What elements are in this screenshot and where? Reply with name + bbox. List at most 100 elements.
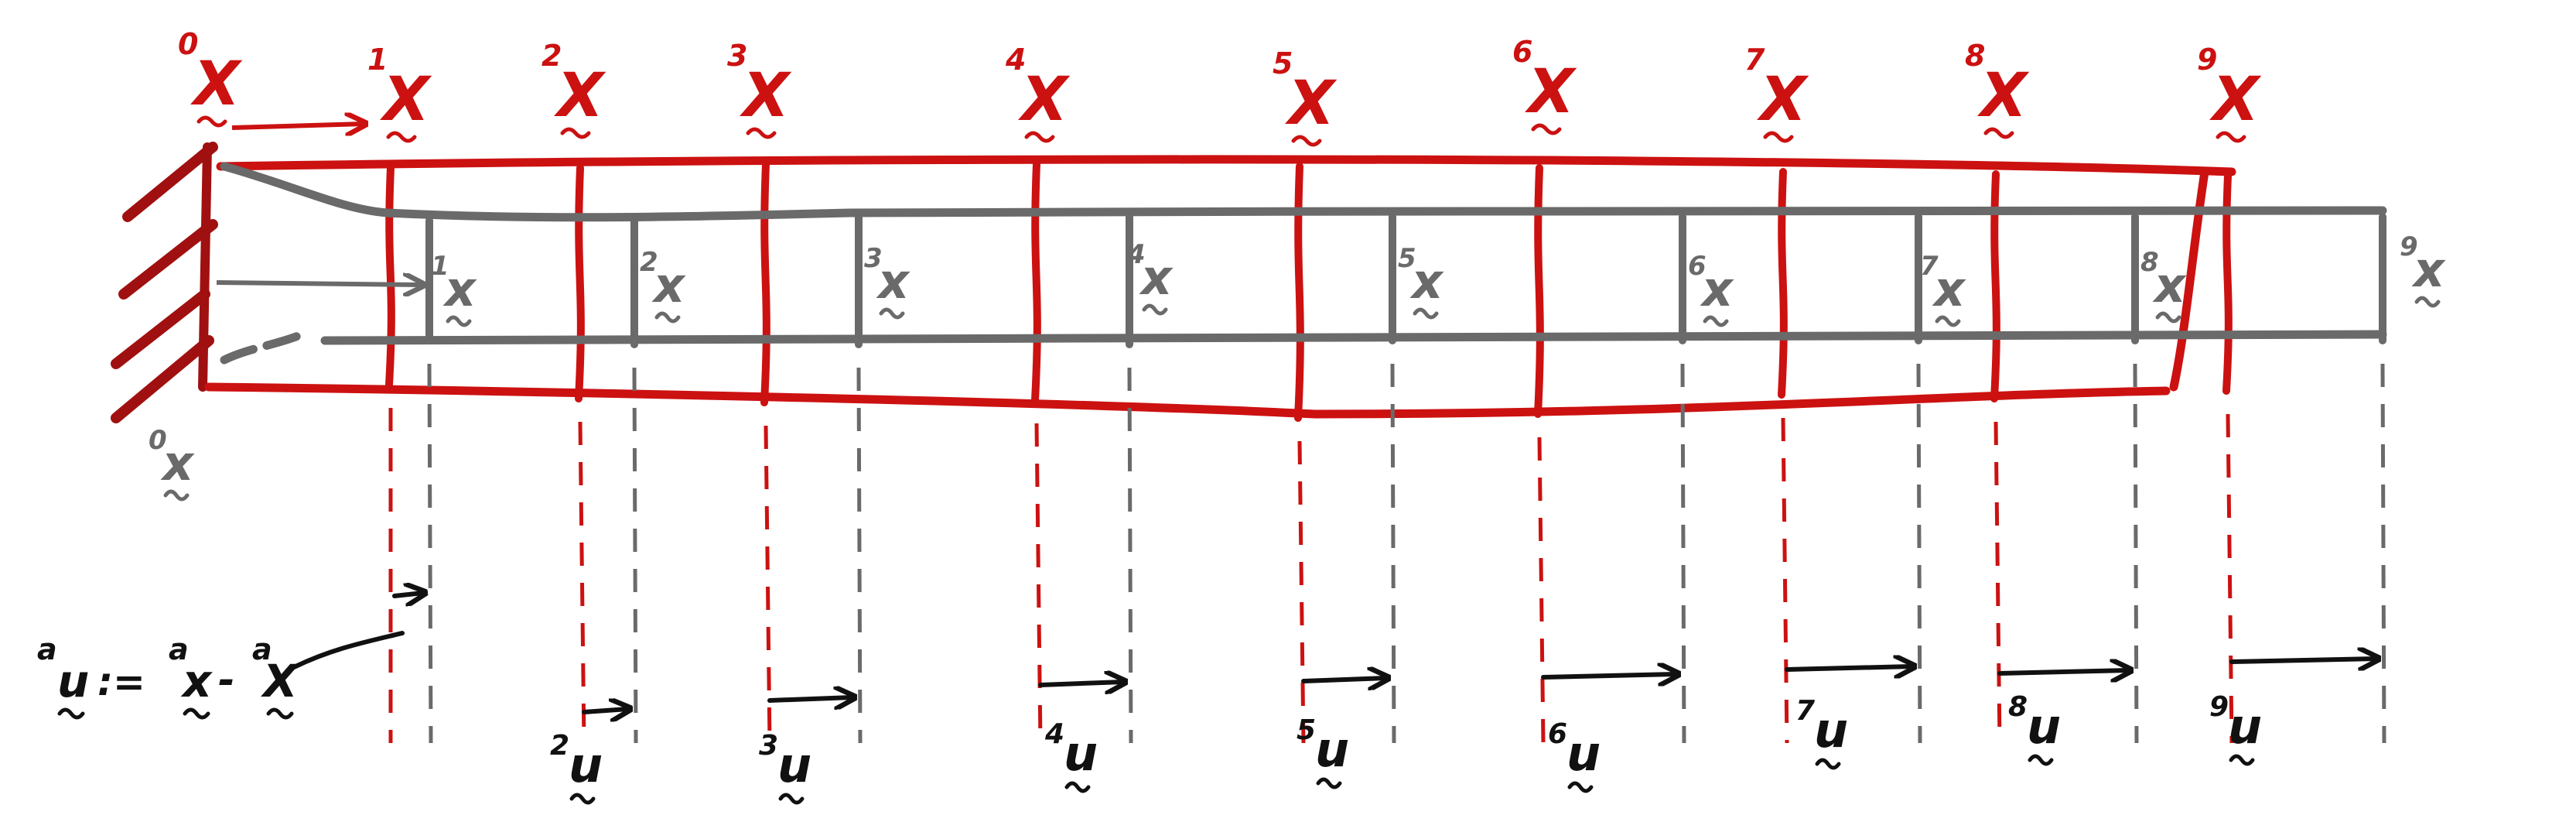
reference-projection-line <box>1297 440 1306 744</box>
reference-node-symbol: X <box>1757 65 1809 135</box>
reference-node-tilde <box>2216 131 2246 143</box>
current-projection-line <box>1127 367 1133 744</box>
definition-assign: := <box>97 659 145 704</box>
reference-node-tilde <box>1531 123 1562 135</box>
support-hatch-line <box>122 142 218 222</box>
displacement-index: 3 <box>759 730 778 762</box>
fixed-support-hatching <box>111 142 218 423</box>
current-node-symbol: x <box>2152 257 2187 313</box>
reference-projection-line <box>1034 423 1043 744</box>
displacement-arrows <box>216 124 2376 712</box>
current-projection-line <box>856 367 863 744</box>
current-node-tilde <box>446 315 472 327</box>
current-node-index: 1 <box>431 251 449 282</box>
displacement-arrow <box>1785 666 1912 669</box>
displacement-index: 9 <box>2209 691 2229 723</box>
definition-lhs-index: a <box>37 632 57 666</box>
reference-node-tilde <box>386 131 417 143</box>
definition-term1-index: a <box>169 632 189 666</box>
current-node-index: 8 <box>2140 247 2159 278</box>
displacement-definition: a u := a x - a X <box>37 631 405 720</box>
displacement-arrow <box>392 593 423 596</box>
current-projection-line <box>427 363 433 744</box>
current-node-index: 2 <box>640 247 658 278</box>
reference-node-index: 9 <box>2197 43 2217 77</box>
reference-node-section <box>760 160 770 406</box>
current-node-symbol: x <box>651 257 686 313</box>
current-node-tilde <box>879 307 905 320</box>
current-projection-line <box>1390 363 1396 744</box>
reference-node-index: 6 <box>1512 35 1532 69</box>
definition-minus: - <box>218 657 235 704</box>
displacement-tilde <box>778 793 805 805</box>
displacement-arrow <box>1301 678 1386 681</box>
reference-node-tilde <box>1763 131 1794 143</box>
reference-projection-line <box>1781 417 1789 744</box>
reference-node-section <box>1534 164 1544 418</box>
definition-pointer-line <box>292 631 405 669</box>
current-beam-bottom-edge <box>320 330 2387 345</box>
reference-node-symbol: X <box>1977 61 2030 131</box>
displacement-arrow <box>767 697 852 700</box>
displacement-symbol: u <box>2027 698 2061 755</box>
definition-term1-symbol: x <box>180 655 213 707</box>
definition-term2-tilde <box>266 707 294 720</box>
reference-beam-bottom-edge <box>204 382 2171 419</box>
current-node-symbol: x <box>1409 253 1444 310</box>
current-projection-line <box>2380 363 2386 744</box>
current-node-symbol: x <box>1139 249 1174 306</box>
definition-term1-tilde <box>183 707 210 720</box>
reference-node-index: 2 <box>542 39 562 73</box>
displacement-index: 8 <box>2008 691 2028 723</box>
current-node-index: 6 <box>1688 251 1707 282</box>
current-node-symbol: x <box>876 253 910 310</box>
definition-lhs-tilde <box>57 707 85 720</box>
displacement-arrow <box>2229 659 2376 662</box>
current-node-symbol: x <box>2411 241 2446 298</box>
reference-node-tilde <box>196 115 227 128</box>
support-wall <box>198 142 212 392</box>
projection-lines <box>388 363 2386 744</box>
displacement-tilde <box>2229 754 2255 766</box>
reference-node-symbol: X <box>1018 65 1071 135</box>
current-node-index: 9 <box>2400 231 2418 262</box>
support-hatch-line <box>111 289 210 369</box>
reference-node-section <box>575 164 585 402</box>
reference-node-symbol: X <box>2209 65 2262 135</box>
current-node-symbol: x <box>442 261 477 317</box>
displacement-symbol: u <box>1566 725 1601 782</box>
displacement-symbol: u <box>1315 721 1349 778</box>
support-hatch-line <box>118 219 218 300</box>
displacement-index: 4 <box>1044 718 1064 750</box>
current-node-tilde <box>2155 311 2181 324</box>
reference-node-index: 1 <box>367 43 388 77</box>
reference-node-index: 3 <box>727 39 747 73</box>
displacement-index: 5 <box>1297 714 1316 746</box>
displacement-symbol: u <box>1814 702 1848 759</box>
reference-node-section <box>385 164 395 389</box>
reference-projection-line <box>764 425 772 744</box>
current-projection-line <box>632 367 638 744</box>
reference-projection-line <box>1993 421 2002 744</box>
displacement-tilde <box>1567 781 1594 793</box>
displacement-symbol: u <box>2228 698 2262 755</box>
current-node-tilde <box>1142 303 1168 316</box>
displacement-tilde <box>2028 754 2054 766</box>
definition-term2-index: a <box>252 632 272 666</box>
displacement-arrow <box>1038 682 1123 685</box>
reference-beam-end <box>2169 167 2209 392</box>
reference-node-tilde <box>560 127 591 139</box>
displacement-tilde <box>1064 781 1091 793</box>
current-node-tilde <box>2414 296 2441 308</box>
definition-lhs-symbol: u <box>57 655 89 707</box>
reference-node-tilde <box>1983 127 2014 139</box>
current-projection-line <box>2133 363 2139 744</box>
current-node-tilde <box>1935 315 1961 327</box>
reference-spacing-arrow <box>231 124 364 128</box>
reference-beam-top-edge <box>216 155 2236 176</box>
displacement-arrow <box>1541 674 1676 677</box>
displacement-symbol: u <box>1064 725 1098 782</box>
